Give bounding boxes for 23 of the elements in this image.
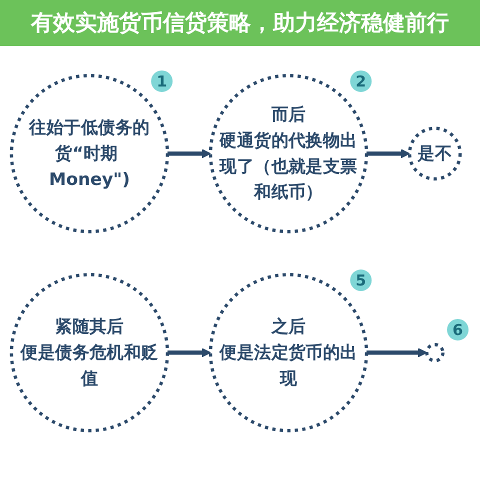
node-circle: [425, 343, 445, 363]
node-heading: 紧随其后: [55, 316, 124, 337]
arrow: [167, 149, 211, 159]
node-text: 便是法定货币的出现: [220, 342, 358, 389]
node-circle: [408, 127, 462, 181]
step-number-badge: 1: [151, 70, 173, 92]
arrow: [366, 149, 410, 159]
title-banner: 有效实施货币信贷策略，助力经济稳健前行: [0, 0, 480, 46]
step-number-badge: 2: [350, 70, 372, 92]
node-text: 是不: [418, 143, 452, 164]
arrow: [167, 348, 211, 358]
node-circle: [10, 273, 170, 433]
step-number-badge: 6: [447, 319, 469, 341]
node-heading: 而后: [271, 104, 306, 125]
node-circle: [208, 74, 368, 234]
node-text: 硬通货的代换物出现了（也就是支票和纸币）: [220, 130, 358, 202]
step-number-badge: 5: [350, 270, 372, 292]
node-text: 往始于低债务的货“时期 Money"): [29, 117, 150, 190]
node-circle: [208, 273, 368, 433]
arrow: [366, 348, 428, 358]
node-heading: 之后: [271, 316, 306, 337]
node-circle: [10, 74, 170, 234]
node-text: 便是债务危机和贬值: [20, 342, 158, 389]
